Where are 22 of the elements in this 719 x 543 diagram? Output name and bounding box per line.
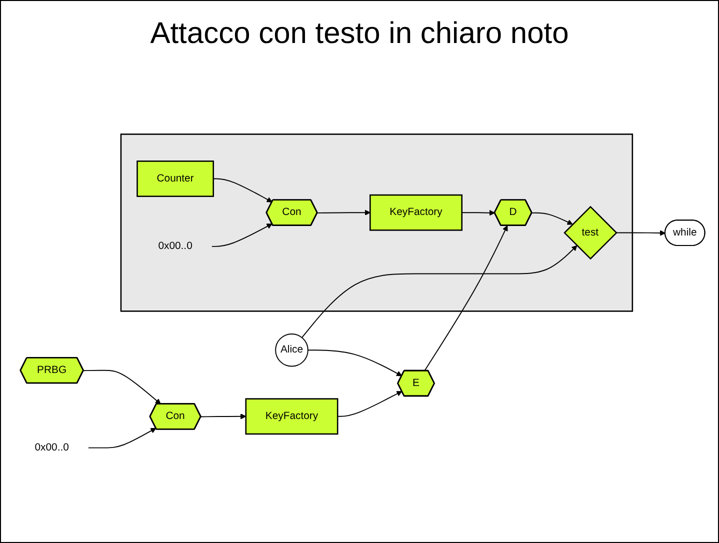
arrow bbox=[615, 230, 666, 236]
arrow bbox=[316, 209, 370, 216]
node-text: 0x00..0 bbox=[158, 240, 192, 252]
cluster bbox=[120, 133, 633, 312]
node-circle: Alice bbox=[274, 333, 308, 366]
arrow bbox=[336, 390, 402, 417]
arrow bbox=[87, 428, 156, 448]
arrow bbox=[306, 349, 402, 376]
arrow bbox=[460, 210, 494, 216]
node-box: Counter bbox=[136, 160, 214, 197]
arrow bbox=[82, 370, 160, 404]
node-box: KeyFactory bbox=[369, 194, 462, 231]
arrow bbox=[531, 212, 572, 224]
node-text: 0x00..0 bbox=[34, 442, 68, 453]
arrow bbox=[424, 225, 508, 372]
diagram-title: Attacco con testo in chiaro noto bbox=[150, 17, 569, 51]
node-diamond: test bbox=[563, 206, 617, 260]
node-box: KeyFactory bbox=[244, 398, 338, 434]
arrow bbox=[200, 413, 246, 419]
arrow bbox=[212, 178, 272, 202]
arrow bbox=[300, 245, 577, 338]
arrow bbox=[210, 223, 272, 247]
